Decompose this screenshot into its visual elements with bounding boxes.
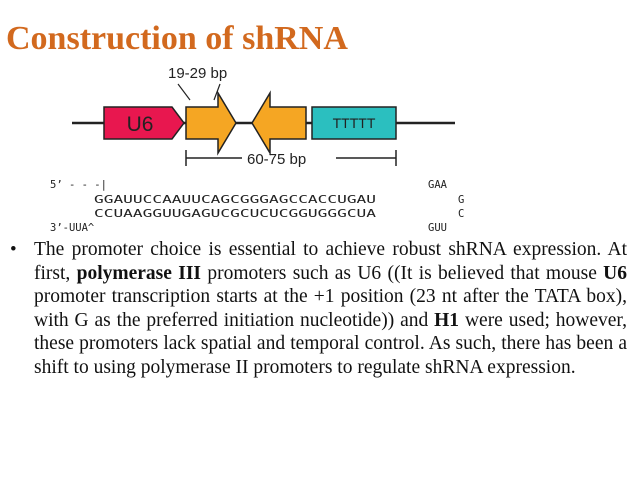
bullet-marker: • [10,239,17,260]
stem-pointer-left [177,83,191,101]
bullet-text-part: were used; however, these promoters lack… [34,309,628,378]
antisense-arrow-shape [251,90,307,156]
seq-loop-mid1: G [458,194,464,206]
stem-pointer-right [213,83,221,101]
seq-antisense-strand: CCUAAGGUUGAGUCGCUCUCGGUGGGCUA [94,208,377,220]
u6-promoter-shape [103,106,185,140]
seq-loop-bottom: GUU [428,222,447,234]
bullet-text-part: The promoter choice is essential to achi… [34,239,627,284]
bold-polymerase-iii: polymerase III [76,262,202,284]
seq-loop-mid2: C [458,208,464,220]
u6-label: U6 [127,113,154,136]
bullet-paragraph: The promoter choice is essential to achi… [34,238,627,379]
terminator-box [311,106,397,140]
seq-3prime: 3’-UUA^ [50,222,94,234]
bold-u6: U6 [603,262,628,284]
bold-h1: H1 [434,309,460,331]
slide-title: Construction of shRNA [6,20,348,57]
seq-5prime: 5’ - - -| [50,179,107,191]
terminator-label: TTTTT [333,115,376,131]
seq-sense-strand: GGAUUCCAAUUCAGCGGGAGCCACCUGAU [94,194,376,206]
sense-arrow-shape [185,90,237,156]
stem-length-label: 19-29 bp [168,65,227,82]
shrna-construct-diagram: U6 TTTTT 19-29 bp 60-75 bp 5’ - - -| GAA… [50,65,464,234]
hairpin-length-label: 60-75 bp [247,151,306,168]
bullet-text-part: promoter transcription starts at the +1 … [34,286,627,331]
seq-loop-top: GAA [428,179,448,191]
bullet-text-part: promoters such as U6 ((It is believed th… [201,262,604,284]
